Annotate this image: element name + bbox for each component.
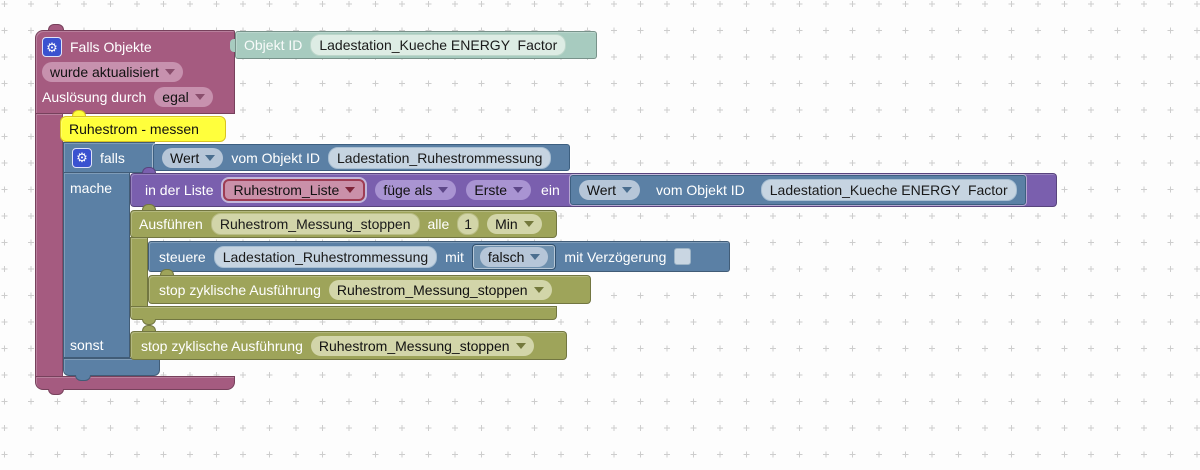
list-suffix-label: ein: [541, 182, 560, 198]
if-block-spine[interactable]: [63, 172, 130, 358]
control-with-label: mit: [445, 248, 464, 265]
stop-schedule-block[interactable]: stop zyklische Ausführung Ruhestrom_Mess…: [148, 275, 591, 304]
trigger-by-label: Auslösung durch: [42, 88, 147, 105]
value-from-label: vom Objekt ID: [656, 182, 745, 198]
do-label: mache: [70, 180, 113, 196]
trigger-by-dropdown[interactable]: egal: [154, 86, 213, 107]
control-value-block[interactable]: falsch: [471, 243, 557, 270]
trigger-block-top-notch: [48, 24, 64, 31]
insert-position-dropdown[interactable]: Erste: [466, 180, 532, 200]
condition-object-id-field[interactable]: Ladestation_Ruhestrommessung: [328, 146, 552, 169]
dropdown-arrow-icon: [515, 342, 526, 349]
control-block[interactable]: steuere Ladestation_Ruhestrommessung mit…: [148, 241, 730, 272]
object-id-field[interactable]: Ladestation_Kueche ENERGY Factor: [310, 34, 567, 56]
list-label: in der Liste: [145, 182, 214, 198]
trigger-block-spine[interactable]: [35, 113, 63, 377]
else-stop-schedule-top-notch: [142, 325, 156, 332]
if-block-header[interactable]: ⚙ falls: [63, 142, 155, 173]
delay-checkbox[interactable]: [674, 248, 692, 265]
comment-block-top-notch: [72, 110, 86, 117]
gear-icon[interactable]: ⚙: [72, 147, 92, 168]
control-label: steuere: [159, 248, 206, 265]
stop-schedule-name-dropdown[interactable]: Ruhestrom_Messung_stoppen: [310, 335, 534, 356]
trigger-block[interactable]: ⚙ Falls Objekte wurde aktualisiert Auslö…: [35, 30, 235, 114]
list-value-block[interactable]: Wert vom Objekt ID Ladestation_Kueche EN…: [569, 175, 1026, 205]
trigger-title: Falls Objekte: [70, 39, 152, 56]
object-id-block-tab: [230, 39, 235, 52]
schedule-block-spine[interactable]: [130, 237, 148, 307]
stop-schedule-label: stop zyklische Ausführung: [159, 281, 321, 298]
schedule-label: Ausführen: [139, 216, 203, 232]
condition-from-label: vom Objekt ID: [231, 149, 321, 166]
else-label: sonst: [70, 337, 104, 353]
object-id-label: Objekt ID: [244, 37, 303, 53]
stop-schedule-top-notch: [160, 269, 174, 276]
condition-value-block[interactable]: Wert vom Objekt ID Ladestation_Ruhestrom…: [153, 144, 570, 171]
dropdown-arrow-icon: [523, 221, 534, 227]
trigger-block-foot[interactable]: [35, 376, 235, 390]
dropdown-arrow-icon: [622, 187, 633, 193]
control-value-dropdown[interactable]: falsch: [479, 246, 549, 267]
list-variable-dropdown[interactable]: Ruhestrom_Liste: [223, 179, 366, 201]
gear-icon[interactable]: ⚙: [42, 37, 62, 58]
control-object-id-field[interactable]: Ladestation_Ruhestrommessung: [213, 245, 438, 268]
stop-schedule-name-dropdown[interactable]: Ruhestrom_Messung_stoppen: [328, 279, 552, 300]
condition-block-tab: [148, 151, 153, 164]
dropdown-arrow-icon: [533, 286, 544, 293]
schedule-interval-field[interactable]: 1: [457, 213, 480, 235]
dropdown-arrow-icon: [164, 69, 175, 75]
dropdown-arrow-icon: [194, 93, 205, 100]
list-insert-block[interactable]: in der Liste Ruhestrom_Liste füge als Er…: [130, 173, 1057, 207]
stop-schedule-label: stop zyklische Ausführung: [141, 337, 303, 354]
value-object-id-field[interactable]: Ladestation_Kueche ENERGY Factor: [760, 179, 1017, 201]
schedule-every-label: alle: [427, 216, 450, 232]
update-type-dropdown[interactable]: wurde aktualisiert: [42, 62, 183, 82]
comment-block[interactable]: Ruhestrom - messen: [60, 116, 226, 142]
schedule-unit-dropdown[interactable]: Min: [487, 214, 542, 234]
schedule-block[interactable]: Ausführen Ruhestrom_Messung_stoppen alle…: [130, 210, 557, 238]
if-label: falls: [100, 149, 125, 166]
dropdown-arrow-icon: [205, 154, 216, 161]
insert-mode-dropdown[interactable]: füge als: [375, 180, 457, 200]
value-attr-dropdown[interactable]: Wert: [578, 180, 641, 200]
dropdown-arrow-icon: [513, 187, 524, 193]
condition-attr-dropdown[interactable]: Wert: [162, 147, 224, 168]
else-stop-schedule-block[interactable]: stop zyklische Ausführung Ruhestrom_Mess…: [130, 331, 567, 360]
list-block-top-notch: [142, 167, 156, 174]
dropdown-arrow-icon: [438, 187, 449, 193]
schedule-block-foot[interactable]: [130, 306, 557, 320]
if-block-foot[interactable]: [63, 358, 160, 376]
dropdown-arrow-icon: [530, 253, 541, 260]
schedule-block-top-notch: [142, 204, 156, 211]
object-id-block[interactable]: Objekt ID Ladestation_Kueche ENERGY Fact…: [235, 31, 597, 59]
dropdown-arrow-icon: [345, 187, 356, 193]
schedule-name-field[interactable]: Ruhestrom_Messung_stoppen: [210, 213, 420, 235]
control-delay-label: mit Verzögerung: [564, 248, 667, 265]
